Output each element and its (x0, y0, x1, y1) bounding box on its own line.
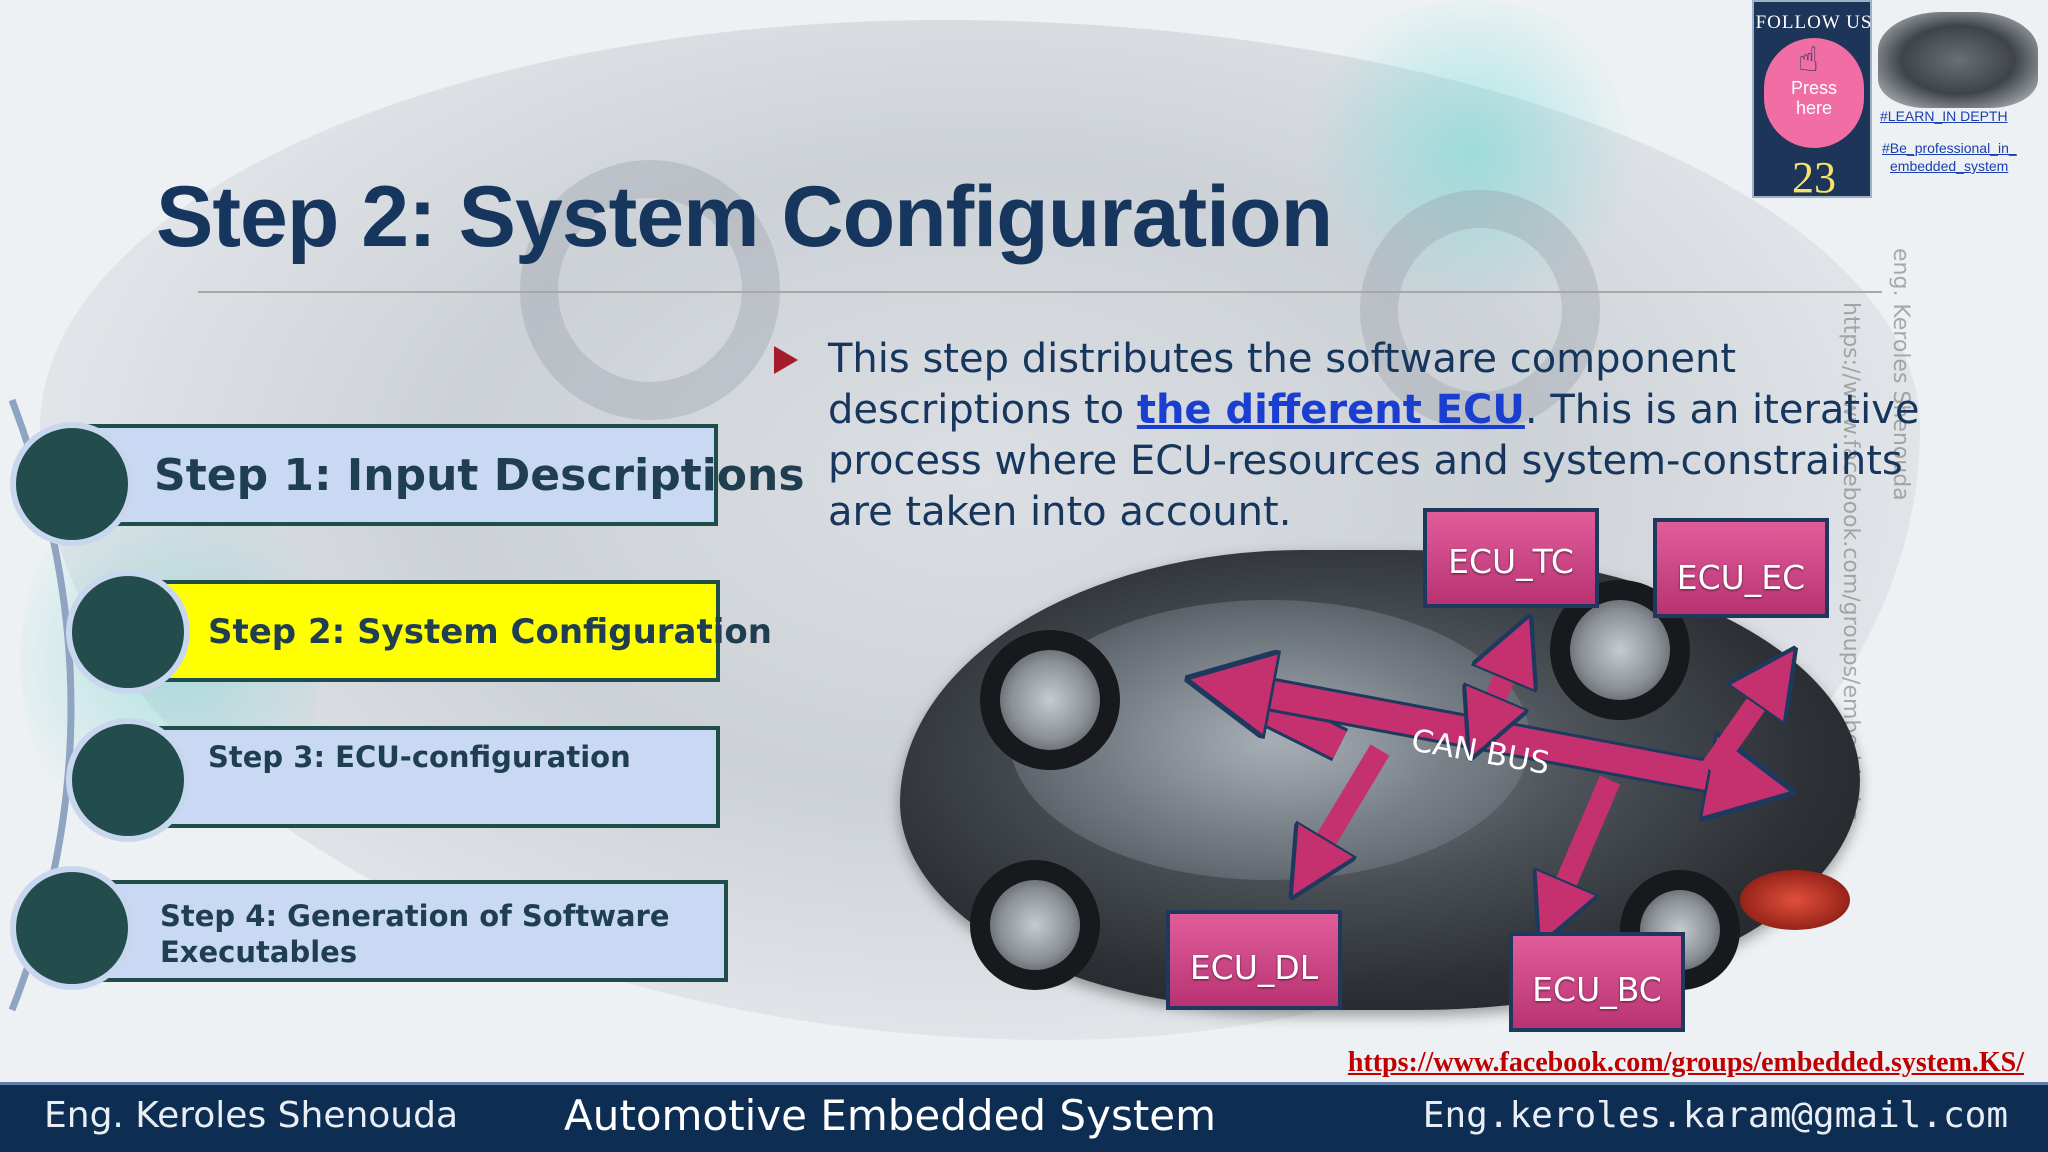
page-title: Step 2: System Configuration (156, 169, 1333, 265)
can-bus-arrows: CAN BUS (900, 540, 1860, 1020)
footer-email[interactable]: Eng.keroles.karam@gmail.com (1422, 1095, 2008, 1136)
step-2-box[interactable]: Step 2: System Configuration (150, 580, 772, 682)
car-diagram: CAN BUS (900, 540, 1860, 1020)
step-4-label: Step 4: Generation of Software Executabl… (160, 899, 670, 969)
step-2-label: Step 2: System Configuration (208, 612, 772, 652)
learn-in-depth-tag[interactable]: #LEARN_IN DEPTH (1880, 108, 2008, 124)
facebook-group-link[interactable]: https://www.facebook.com/groups/embedded… (1347, 1047, 2024, 1078)
bullet-arrow-icon (774, 346, 798, 374)
ecu-ec-box: ECU_EC (1653, 518, 1829, 618)
be-professional-tag-line1[interactable]: #Be_professional_in_ (1882, 140, 2017, 156)
different-ecu-link[interactable]: the different ECU (1136, 387, 1525, 433)
follow-count: 23 (1792, 153, 1836, 202)
step-4-box[interactable]: Step 4: Generation of Software Executabl… (78, 880, 728, 982)
be-professional-tag-line2[interactable]: embedded_system (1890, 158, 2009, 174)
press-here-button[interactable]: ☝ Press here (1764, 38, 1864, 148)
follow-us-label: FOLLOW US (1755, 12, 1873, 33)
thumbnail-car-image (1878, 12, 2038, 108)
step-1-circle (10, 422, 134, 546)
step-3-box[interactable]: Step 3: ECU-configuration (150, 726, 720, 828)
ecu-tc-box: ECU_TC (1423, 508, 1599, 608)
footer-bar: Eng. Keroles Shenouda Automotive Embedde… (0, 1082, 2048, 1152)
pointing-hand-icon: ☝ (1798, 40, 1819, 80)
footer-author: Eng. Keroles Shenouda (44, 1095, 459, 1136)
press-here-label: Press here (1790, 78, 1837, 118)
watermark-name: eng. Keroles Shenouda (1888, 248, 1913, 501)
step-4-circle (10, 866, 134, 990)
step-3-label: Step 3: ECU-configuration (208, 740, 631, 774)
follow-us-widget[interactable]: FOLLOW US ☝ Press here 23 (1752, 0, 1873, 202)
body-paragraph: This step distributes the software compo… (828, 336, 1920, 535)
ecu-bc-box: ECU_BC (1509, 932, 1685, 1032)
step-3-circle (66, 718, 190, 842)
tail-light (1740, 870, 1850, 930)
footer-course-title: Automotive Embedded System (564, 1091, 1217, 1140)
title-divider (198, 291, 1882, 293)
step-1-box[interactable]: Step 1: Input Descriptions (78, 424, 805, 526)
step-1-label: Step 1: Input Descriptions (154, 450, 805, 501)
step-2-circle (66, 570, 190, 694)
ecu-dl-box: ECU_DL (1166, 910, 1342, 1010)
